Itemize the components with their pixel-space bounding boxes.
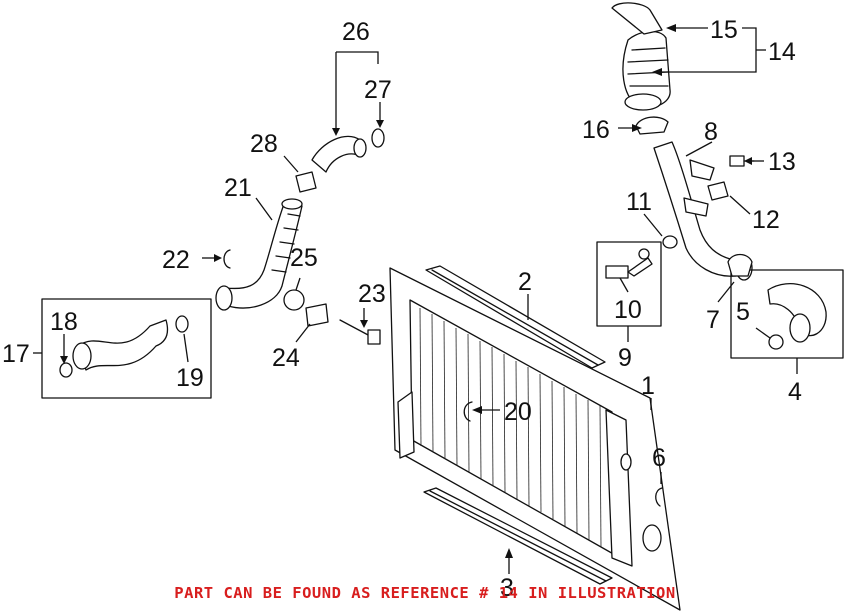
upper-seal-strip: [425, 265, 606, 369]
callout-17: 17: [2, 340, 30, 368]
callout-27: 27: [364, 76, 392, 104]
callout-28: 28: [250, 130, 278, 158]
callout-13: 13: [768, 148, 796, 176]
callout-26: 26: [342, 18, 370, 46]
callout-labels: 1 2 3 4 5 6 7 8 9 10 11 12 13 14 15 16 1…: [2, 16, 802, 602]
box-4: [730, 269, 844, 359]
callout-6: 6: [652, 444, 666, 472]
callout-5: 5: [736, 298, 750, 326]
callout-3: 3: [500, 574, 514, 602]
callout-4: 4: [788, 378, 802, 406]
reference-note: PART CAN BE FOUND AS REFERENCE # 14 IN I…: [174, 584, 676, 602]
callout-11: 11: [626, 188, 652, 216]
callout-19: 19: [176, 364, 204, 392]
callout-20: 20: [504, 398, 532, 426]
callout-15: 15: [710, 16, 738, 44]
callout-21: 21: [224, 174, 252, 202]
callout-8: 8: [704, 118, 718, 146]
clamp-6: [655, 487, 663, 507]
callout-18: 18: [50, 308, 78, 336]
clamp-7: [727, 253, 753, 277]
callout-23: 23: [358, 280, 386, 308]
charge-air-duct: [611, 2, 671, 111]
bushing-24: [305, 303, 329, 327]
callout-24: 24: [272, 344, 300, 372]
plug-11: [662, 235, 678, 249]
callout-14: 14: [768, 38, 796, 66]
callout-16: 16: [582, 116, 610, 144]
o-ring-27: [371, 128, 385, 148]
box-9: [596, 241, 662, 327]
clamp-28: [295, 171, 317, 193]
callout-9: 9: [618, 344, 632, 372]
intake-hose-21: [215, 198, 303, 311]
callout-2: 2: [518, 268, 532, 296]
callout-12: 12: [752, 206, 780, 234]
intercooler-assembly: [389, 267, 681, 611]
sensor-12: [707, 181, 729, 201]
callout-7: 7: [706, 306, 720, 334]
callout-25: 25: [290, 244, 318, 272]
clamp-22: [223, 249, 231, 269]
grommet-25: [283, 289, 305, 311]
leader-lines: [33, 24, 798, 574]
callout-10: 10: [614, 296, 642, 324]
bend-hose-26: [311, 135, 367, 173]
callout-1: 1: [641, 372, 655, 400]
bolt-23: [339, 319, 381, 345]
lower-seal-strip: [423, 487, 613, 585]
box-17: [41, 298, 212, 399]
callout-22: 22: [162, 246, 190, 274]
clamp-16: [635, 116, 669, 135]
